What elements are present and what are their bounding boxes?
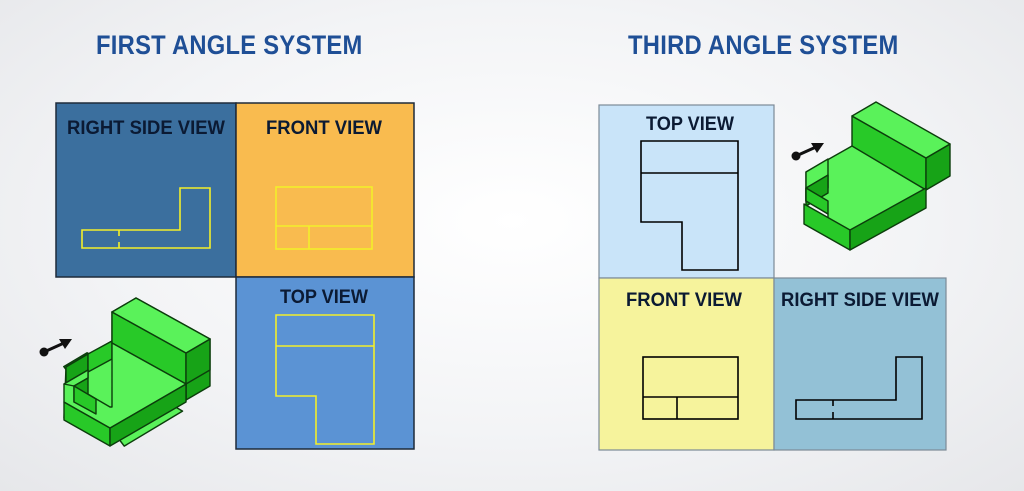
first-angle-right-side-label: RIGHT SIDE VIEW: [67, 118, 225, 139]
third-angle-front-drawing: [642, 356, 739, 420]
first-angle-top-label: TOP VIEW: [280, 287, 368, 308]
third-angle-title: THIRD ANGLE SYSTEM: [628, 30, 899, 60]
third-angle-right-side-label: RIGHT SIDE VIEW: [781, 290, 939, 311]
first-angle-front-panel: FRONT VIEW: [235, 102, 415, 278]
third-angle-front-panel: FRONT VIEW: [598, 277, 775, 451]
third-angle-top-drawing: [640, 140, 739, 271]
first-angle-right-side-drawing: [81, 187, 211, 249]
object-block-third-angle: [803, 101, 951, 251]
first-angle-front-label: FRONT VIEW: [266, 118, 382, 139]
third-angle-top-panel: TOP VIEW: [598, 104, 775, 279]
first-angle-title: FIRST ANGLE SYSTEM: [96, 30, 363, 60]
object-block-first-angle-faces: [63, 297, 211, 447]
observer-arrow-icon: [791, 143, 824, 161]
first-angle-top-drawing: [275, 314, 375, 445]
first-angle-right-side-panel: RIGHT SIDE VIEW: [55, 102, 237, 278]
first-angle-top-panel: TOP VIEW: [235, 276, 415, 450]
third-angle-front-label: FRONT VIEW: [626, 290, 742, 311]
observer-arrow-icon: [39, 339, 72, 357]
third-angle-right-side-panel: RIGHT SIDE VIEW: [773, 277, 947, 451]
third-angle-panels: TOP VIEW FRONT VIEW RIGHT SIDE VIEW: [598, 104, 947, 451]
third-angle-right-side-drawing: [795, 356, 923, 420]
third-angle-top-label: TOP VIEW: [646, 114, 734, 135]
first-angle-panels: RIGHT SIDE VIEW FRONT VIEW TOP VIEW: [55, 102, 415, 450]
first-angle-front-drawing: [275, 186, 373, 250]
